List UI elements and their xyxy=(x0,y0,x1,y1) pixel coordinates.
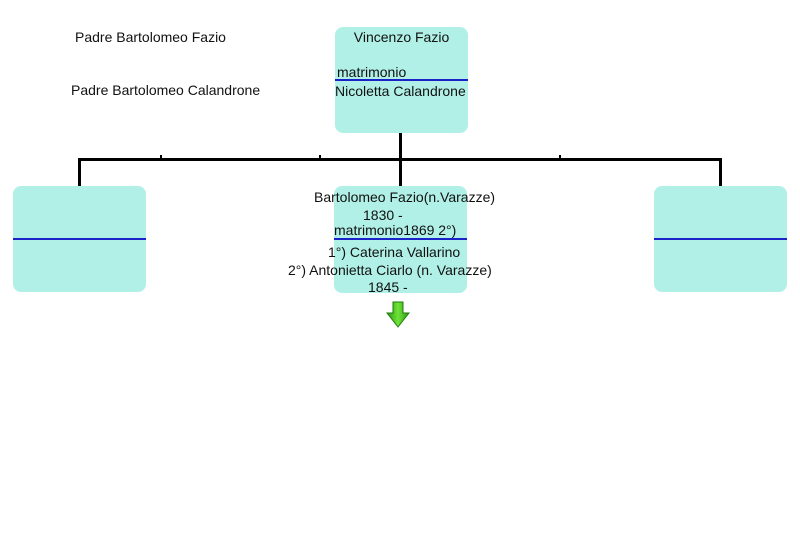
subject-spouse-2-birth: 1845 - xyxy=(368,279,408,295)
left-sibling-connector xyxy=(78,158,81,186)
subject-name: Bartolomeo Fazio(n.Varazze) xyxy=(314,189,496,205)
parent-husband-name: Vincenzo Fazio xyxy=(353,29,450,45)
subject-spouse-2: 2°) Antonietta Ciarlo (n. Varazze) xyxy=(288,262,492,278)
connector-tick xyxy=(160,155,162,158)
sibling-box-left[interactable] xyxy=(13,186,146,292)
note-father-calandrone: Padre Bartolomeo Calandrone xyxy=(71,82,261,98)
sibling-right-divider xyxy=(654,238,787,240)
subject-divider xyxy=(334,238,467,240)
parents-box[interactable]: Vincenzo Fazio matrimonio Nicoletta Cala… xyxy=(335,27,468,133)
sibling-box-right[interactable] xyxy=(654,186,787,292)
parents-relation-label: matrimonio xyxy=(337,64,407,80)
subject-marriage: matrimonio1869 2°) xyxy=(334,222,457,238)
parents-down-connector xyxy=(399,133,402,160)
subject-spouse-1: 1°) Caterina Vallarino xyxy=(328,244,461,260)
green-down-arrow-icon[interactable] xyxy=(385,301,411,328)
connector-tick xyxy=(319,155,321,158)
sibling-left-divider xyxy=(13,238,146,240)
subject-connector xyxy=(399,158,402,186)
connector-tick xyxy=(559,155,561,158)
note-father-fazio: Padre Bartolomeo Fazio xyxy=(75,29,226,45)
parents-divider xyxy=(335,79,468,81)
parent-wife-name: Nicoletta Calandrone xyxy=(335,83,466,99)
right-sibling-connector xyxy=(719,158,722,186)
subject-birth: 1830 - xyxy=(363,207,403,223)
